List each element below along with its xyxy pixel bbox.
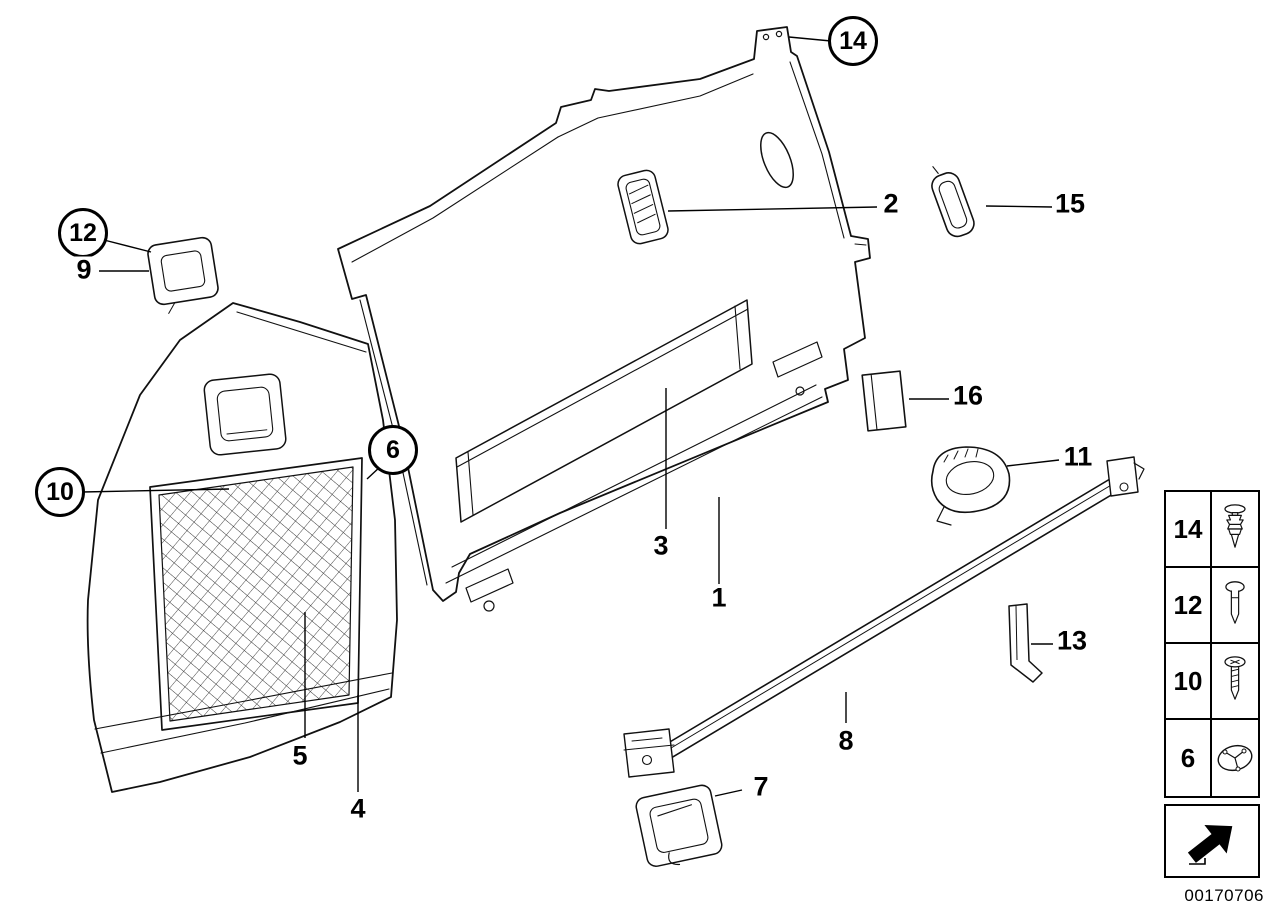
part-13-angle <box>1008 603 1043 683</box>
callout-5[interactable]: 5 <box>290 740 310 771</box>
direction-arrow-icon <box>1187 824 1233 865</box>
part-9-cover <box>147 236 219 315</box>
legend-label-6: 6 <box>1180 742 1196 773</box>
callout-8[interactable]: 8 <box>836 725 856 756</box>
expansion-rivet-icon <box>1210 492 1258 566</box>
part-11-winder <box>930 446 1011 526</box>
legend-label-12: 12 <box>1173 589 1203 620</box>
blind-plug-icon <box>1210 568 1258 642</box>
callout-1[interactable]: 1 <box>709 582 729 613</box>
legend-row-14: 14 <box>1166 492 1258 568</box>
panel-band <box>455 299 753 523</box>
callout-10[interactable]: 10 <box>35 467 85 517</box>
left-trim-panel <box>86 302 398 793</box>
fastener-legend: 14 12 <box>1164 490 1260 798</box>
callout-4[interactable]: 4 <box>348 793 368 824</box>
handle-recess <box>203 373 287 456</box>
part-7-bracket <box>635 784 723 868</box>
screw-icon <box>1210 644 1258 718</box>
callout-11[interactable]: 11 <box>1061 441 1095 472</box>
legend-label-10: 10 <box>1173 665 1203 696</box>
callout-3[interactable]: 3 <box>651 530 671 561</box>
legend-row-12: 12 <box>1166 568 1258 644</box>
callout-9[interactable]: 9 <box>74 254 94 285</box>
legend-row-10: 10 <box>1166 644 1258 720</box>
part-16-clip <box>861 370 907 432</box>
part-8-sill-strip <box>623 456 1145 778</box>
callout-16[interactable]: 16 <box>950 380 986 411</box>
load-net <box>149 457 363 731</box>
leader-lines <box>81 36 1060 797</box>
callout-7[interactable]: 7 <box>751 771 771 802</box>
clip-grommet-icon <box>1210 720 1258 796</box>
drawing-number: 00170706 <box>1184 886 1264 905</box>
direction-arrow-box <box>1164 804 1260 878</box>
callout-14[interactable]: 14 <box>828 16 878 66</box>
callout-2[interactable]: 2 <box>881 188 901 219</box>
callout-12[interactable]: 12 <box>58 208 108 258</box>
main-trim-panel <box>337 26 871 612</box>
callout-13[interactable]: 13 <box>1054 625 1090 656</box>
legend-row-6: 6 <box>1166 720 1258 796</box>
callout-6[interactable]: 6 <box>368 425 418 475</box>
panel-grille-detail <box>617 169 669 245</box>
part-15-bracket <box>931 165 975 238</box>
callout-15[interactable]: 15 <box>1052 188 1088 219</box>
legend-label-14: 14 <box>1173 513 1203 544</box>
